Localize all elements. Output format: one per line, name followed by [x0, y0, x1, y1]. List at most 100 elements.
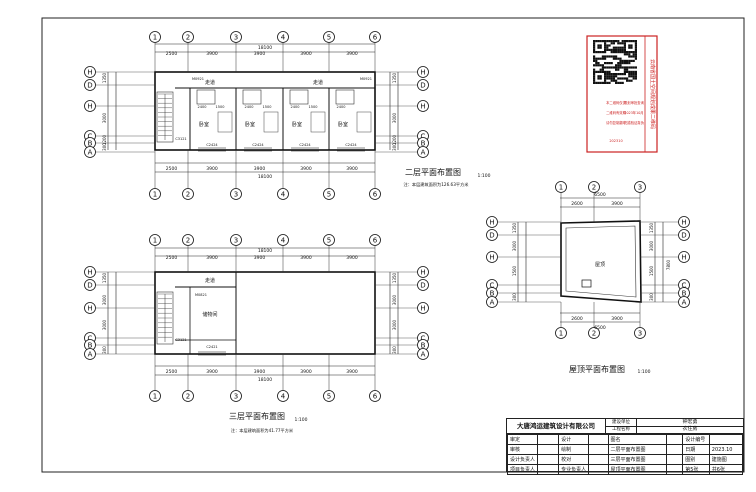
axis-label: 2	[186, 34, 190, 42]
axis-label: H	[87, 269, 92, 277]
dimension-label: 1350	[392, 272, 397, 283]
axis-bubble	[486, 251, 498, 263]
axis-bubble	[417, 266, 429, 278]
axis-label: 4	[281, 393, 286, 401]
dimension-label: 3000	[102, 294, 107, 305]
title-block-cell	[588, 444, 609, 455]
window-label: C2424	[345, 143, 357, 147]
axis-label: A	[490, 299, 495, 307]
axis-label: 2	[186, 393, 190, 401]
window-label: C2424	[299, 143, 311, 147]
dimension-label: 3900	[300, 166, 312, 172]
axis-bubble	[323, 234, 335, 246]
axis-label: C	[421, 133, 426, 141]
dimension-label: 2500	[166, 369, 178, 375]
title-block-cell: 2023.10	[708, 444, 744, 455]
stamp-text: 二维码有效期	[606, 110, 626, 115]
room-label: 卧室	[245, 121, 255, 128]
axis-label: H	[489, 254, 494, 262]
axis-label: H	[681, 219, 686, 227]
room-label: 走道	[205, 277, 215, 284]
dimension-label: 3900	[346, 255, 358, 261]
dimension-label: 2400	[198, 105, 207, 109]
dimension-label: 2400	[337, 105, 346, 109]
dimension-label: 1350	[392, 72, 397, 83]
axis-label: 2	[592, 330, 596, 338]
title-block-cell	[708, 434, 744, 445]
axis-label: D	[681, 232, 686, 240]
dimension-label: 3900	[254, 255, 266, 261]
dimension-label: 3900	[206, 166, 218, 172]
title-block-cell: 设计	[558, 434, 590, 445]
window-label: C2424	[206, 143, 218, 147]
dimension-label: 3900	[346, 166, 358, 172]
axis-bubble	[678, 296, 690, 308]
axis-label: C	[421, 335, 426, 343]
dimension-label: 3000	[392, 294, 397, 305]
axis-bubble	[678, 229, 690, 241]
title-block-cell: 二层平面布置图	[607, 444, 667, 455]
title-block-cell	[665, 464, 684, 475]
dimension-label: 300	[392, 143, 397, 151]
axis-bubble	[84, 79, 96, 91]
dimension-label: 3900	[206, 255, 218, 261]
axis-label: B	[88, 140, 93, 148]
axis-label: H	[87, 305, 92, 313]
axis-label: 4	[281, 34, 286, 42]
axis-label: 3	[234, 237, 238, 245]
dimension-label: 1500	[512, 265, 517, 276]
plan-scale: 1:100	[478, 173, 491, 179]
axis-bubble	[84, 266, 96, 278]
dimension-label: 3900	[206, 369, 218, 375]
axis-label: B	[88, 342, 93, 350]
door-label: M0921	[192, 77, 204, 81]
axis-label: 1	[153, 34, 157, 42]
axis-bubble	[417, 302, 429, 314]
title-block-cell: 三层平面布置图	[607, 454, 667, 465]
axis-bubble	[84, 302, 96, 314]
room-label: 储物间	[202, 311, 217, 318]
title-block-cell: 项目负责人	[506, 464, 539, 475]
title-block-cell	[588, 434, 609, 445]
room-label: 卧室	[338, 121, 348, 128]
title-block-cell: 校对	[558, 454, 590, 465]
plan-title: 屋顶平面布置图	[569, 364, 625, 374]
dimension-label: 3000	[102, 112, 107, 123]
stamp-text: 2023年10月	[624, 110, 643, 115]
plan-title: 三层平面布置图	[229, 411, 285, 421]
window-label: C2424	[252, 143, 264, 147]
dimension-label: 1200	[102, 134, 107, 145]
total-dimension: 18100	[258, 45, 272, 51]
axis-label: A	[88, 351, 93, 359]
plan-scale: 1:100	[295, 417, 308, 423]
room-label: 卧室	[292, 121, 302, 128]
dimension-label: 3000	[102, 319, 107, 330]
client-label: 建设单位	[606, 419, 637, 427]
total-dimension: 18100	[258, 248, 272, 254]
title-block-cell: 图名	[607, 434, 667, 445]
total-dimension: 6500	[594, 325, 606, 331]
dimension-label: 1500	[216, 105, 225, 109]
dimension-label: 3900	[300, 369, 312, 375]
plan-note: 注：本层建筑面积为41.77平方米	[231, 427, 294, 434]
stamp-text: 本二维码仅供	[606, 100, 626, 105]
plan-title: 二层平面布置图	[405, 167, 461, 177]
axis-bubble	[84, 146, 96, 158]
axis-label: 4	[281, 191, 286, 199]
approval-stamp	[586, 35, 658, 153]
axis-label: H	[87, 69, 92, 77]
axis-bubble	[182, 234, 194, 246]
axis-label: A	[421, 149, 426, 157]
second-floor-plan	[107, 43, 399, 173]
dimension-label: 1200	[392, 134, 397, 145]
axis-bubble	[84, 100, 96, 112]
axis-label: 2	[186, 191, 190, 199]
dimension-label: 2500	[166, 166, 178, 172]
axis-label: 5	[327, 34, 331, 42]
title-block-cell: 绘制	[558, 444, 590, 455]
axis-label: 3	[638, 330, 642, 338]
axis-label: D	[489, 232, 494, 240]
title-block-cell: 设计编号	[682, 434, 710, 445]
axis-label: C	[490, 282, 495, 290]
